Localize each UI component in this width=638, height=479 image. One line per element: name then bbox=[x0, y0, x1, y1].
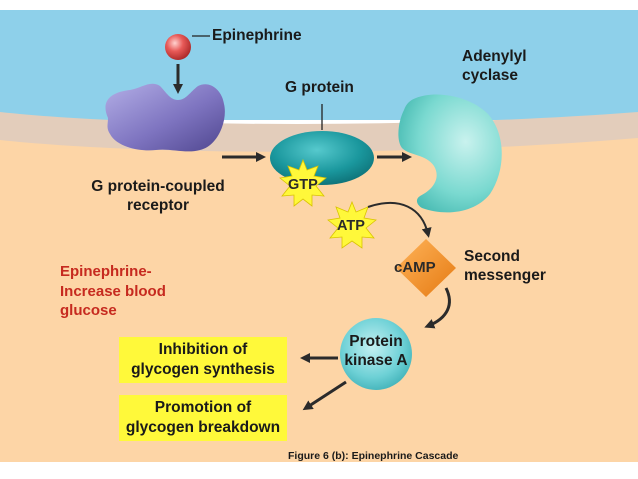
camp-diamond bbox=[396, 239, 456, 297]
atp-label: ATP bbox=[337, 218, 365, 234]
cytoplasm bbox=[0, 138, 638, 479]
atp-to-camp-arrow bbox=[367, 202, 432, 238]
epinephrine-note: Epinephrine- Increase blood glucose bbox=[60, 262, 166, 321]
epinephrine-note-line2: Increase blood bbox=[60, 282, 166, 300]
inhibition-box-line1: Inhibition of bbox=[158, 341, 248, 358]
figure-caption: Figure 6 (b): Epinephrine Cascade bbox=[288, 450, 459, 462]
protein-kinase-a-label-line2: kinase A bbox=[344, 351, 408, 369]
second-messenger-label: Second messenger bbox=[464, 248, 546, 286]
epinephrine-note-line1: Epinephrine- bbox=[60, 263, 152, 280]
inhibition-box: Inhibition of glycogen synthesis bbox=[119, 337, 287, 383]
g-protein-coupled-receptor bbox=[105, 83, 225, 152]
epinephrine-molecule bbox=[165, 34, 191, 60]
second-messenger-label-line1: Second bbox=[464, 248, 520, 265]
protein-kinase-a bbox=[340, 318, 412, 390]
camp-to-pka-arrow bbox=[424, 287, 451, 329]
adenylyl-cyclase-label: Adenylyl cyclase bbox=[462, 48, 527, 86]
inhibition-box-line2: glycogen synthesis bbox=[131, 361, 275, 378]
gtp-label: GTP bbox=[288, 177, 318, 193]
adenylyl-cyclase bbox=[398, 94, 502, 213]
promotion-box: Promotion of glycogen breakdown bbox=[119, 395, 287, 441]
protein-kinase-a-label: Protein kinase A bbox=[336, 333, 416, 371]
second-messenger-label-line2: messenger bbox=[464, 266, 546, 284]
gpcr-label-line1: G protein-coupled bbox=[91, 178, 225, 195]
gtp-star bbox=[279, 158, 327, 207]
extracellular-space bbox=[0, 10, 638, 120]
gpcr-label: G protein-coupled receptor bbox=[72, 178, 244, 216]
protein-kinase-a-label-line1: Protein bbox=[349, 333, 403, 350]
epinephrine-label: Epinephrine bbox=[212, 27, 302, 44]
adenylyl-cyclase-label-line2: cyclase bbox=[462, 66, 519, 84]
camp-label: cAMP bbox=[394, 259, 436, 276]
promotion-box-line1: Promotion of bbox=[154, 399, 252, 416]
adenylyl-cyclase-label-line1: Adenylyl bbox=[462, 48, 527, 65]
gpcr-label-line2: receptor bbox=[126, 196, 190, 214]
promotion-box-line2: glycogen breakdown bbox=[125, 419, 281, 436]
page-bottom-margin bbox=[0, 462, 638, 479]
g-protein-label: G protein bbox=[285, 79, 354, 96]
arrow-to-promotion bbox=[302, 380, 347, 411]
atp-star bbox=[327, 200, 377, 249]
epinephrine-note-line3: glucose bbox=[60, 302, 117, 319]
